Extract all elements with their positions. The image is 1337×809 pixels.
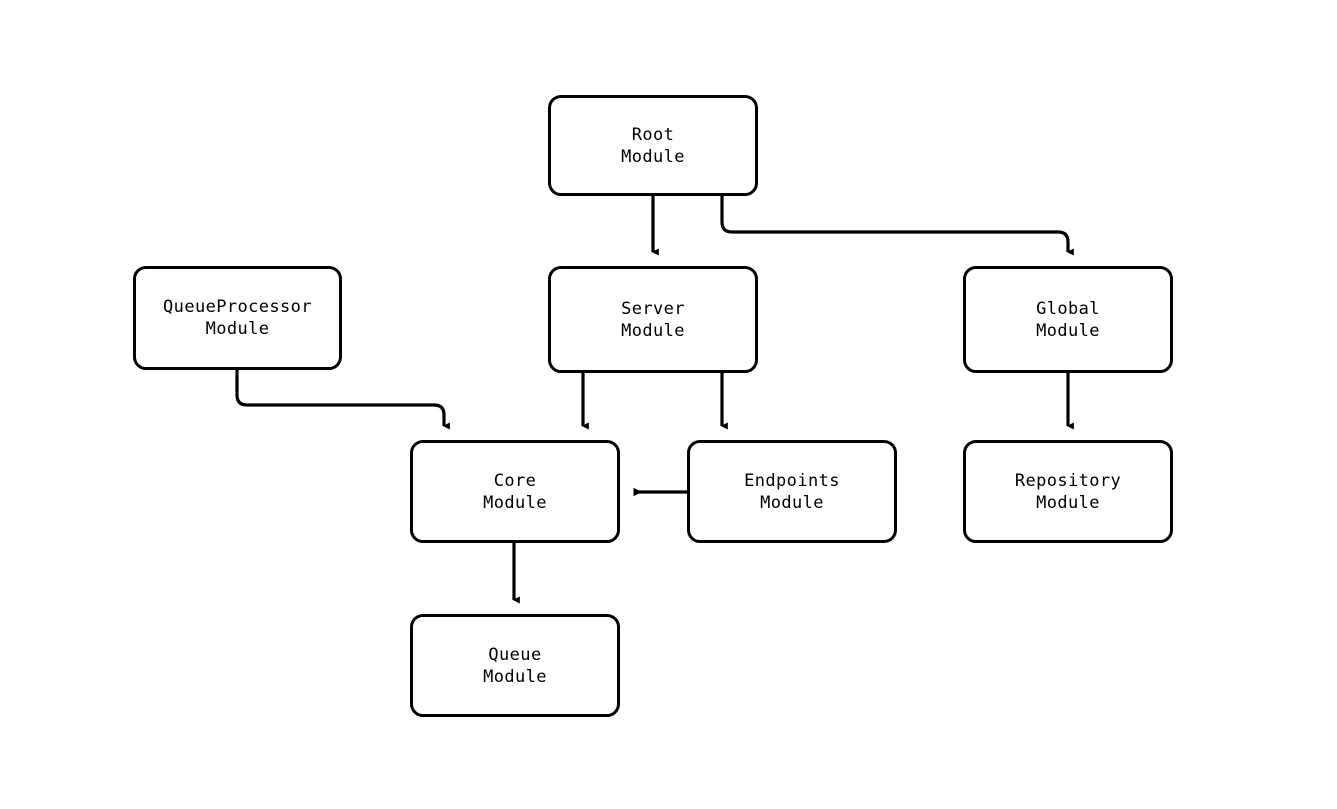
node-label-primary: Queue	[488, 644, 542, 665]
node-label-secondary: Module	[760, 492, 824, 513]
node-label-secondary: Module	[205, 319, 270, 339]
edges-group	[235, 196, 1074, 604]
node-label-secondary: Module	[1036, 492, 1100, 513]
edge-queueprocessor-to-core	[235, 370, 450, 430]
node-label-primary: Root	[631, 124, 675, 145]
node-label-secondary: Module	[483, 666, 547, 687]
node-label-secondary: Module	[621, 320, 685, 341]
node-label-primary: Endpoints	[744, 470, 840, 491]
node-label-primary: Server	[621, 298, 685, 319]
node-label-secondary: Module	[621, 146, 685, 167]
node-label-primary: Repository	[1014, 470, 1122, 491]
node-label-secondary: Module	[1036, 320, 1100, 341]
node-label-secondary: Module	[483, 492, 547, 513]
node-label-primary: QueueProcessor	[163, 297, 312, 317]
node-label-primary: Core	[493, 470, 537, 491]
edge-root-to-global	[720, 196, 1074, 256]
node-label-primary: Global	[1036, 298, 1100, 319]
